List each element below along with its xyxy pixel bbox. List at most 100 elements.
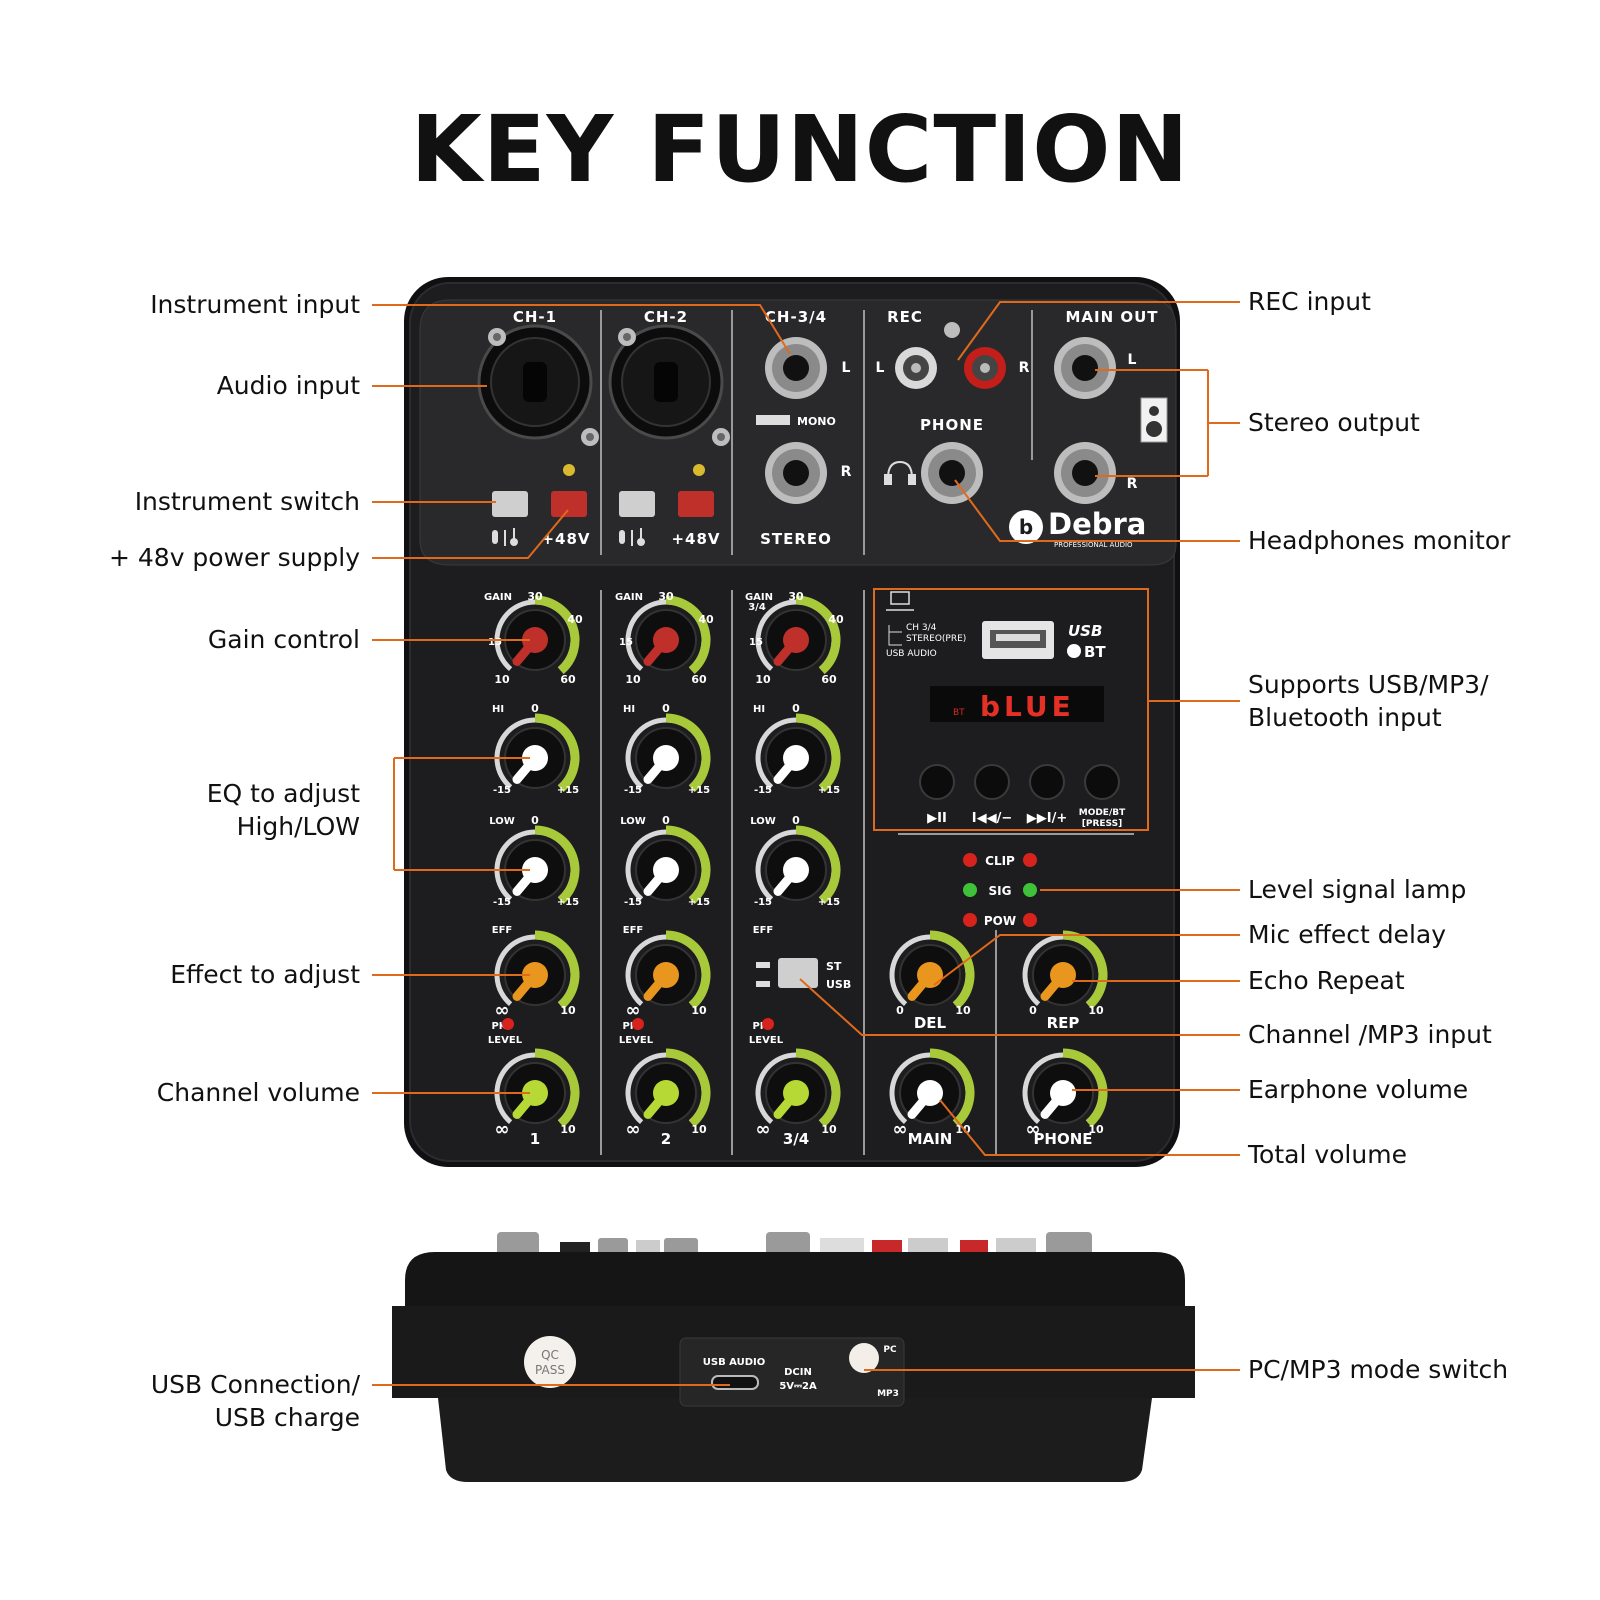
tick-10: 10	[1088, 1123, 1104, 1136]
xlr-combo-jack-ch1[interactable]	[477, 324, 599, 446]
callout-total-volume: Total volume	[1248, 1140, 1407, 1169]
label-eff: EFF	[753, 925, 774, 936]
channel-volume-knob[interactable]	[755, 1048, 841, 1133]
channel-number: 1	[530, 1130, 540, 1148]
display-text: bLUE	[980, 690, 1075, 723]
label-del: DEL	[914, 1014, 947, 1032]
led-clip-l	[963, 853, 977, 867]
tick-0: 0	[1029, 1004, 1037, 1017]
tick-10: 10	[821, 1123, 837, 1136]
eq-low-knob[interactable]	[494, 825, 580, 910]
jack-ch34-l[interactable]	[765, 337, 827, 399]
label-rear-usb-audio: USB AUDIO	[703, 1357, 766, 1368]
callout-channel-mp3: Channel /MP3 input	[1248, 1020, 1492, 1049]
usb-audio-icon	[886, 591, 914, 611]
jack-main-l[interactable]	[1054, 337, 1116, 399]
tick-0: 0	[662, 702, 670, 715]
callout-earphone-volume: Earphone volume	[1248, 1075, 1469, 1104]
led-pow-r	[1023, 913, 1037, 927]
label-dc-spec: 5V⎓2A	[779, 1381, 817, 1392]
callout-48v: + 48v power supply	[108, 543, 360, 572]
bluetooth-icon	[1067, 644, 1081, 658]
label-eff: EFF	[492, 925, 513, 936]
callout-eq-line1: EQ to adjust	[206, 779, 360, 808]
label-main-out: MAIN OUT	[1065, 308, 1158, 326]
callout-channel-volume: Channel volume	[156, 1078, 360, 1107]
label-gain: GAIN	[745, 592, 773, 603]
label-phone-knob: PHONE	[1033, 1130, 1092, 1148]
eq-low-knob[interactable]	[755, 825, 841, 910]
eq-hi-knob[interactable]	[494, 713, 580, 798]
gain-knob[interactable]	[494, 595, 580, 680]
label-48v-ch2: +48V	[671, 530, 720, 548]
phantom-48v-button-ch1[interactable]	[551, 491, 587, 517]
tick-plus15: +15	[557, 897, 579, 908]
label-sig: SIG	[989, 884, 1012, 898]
jack-ch34-r[interactable]	[765, 442, 827, 504]
mode-bt-button[interactable]	[1084, 764, 1120, 800]
phone-volume-knob[interactable]	[1022, 1048, 1108, 1133]
label-pk: PK	[491, 1021, 507, 1032]
usb-a-port[interactable]	[982, 621, 1054, 659]
label-pow: POW	[984, 914, 1016, 928]
callout-pc-mp3-switch: PC/MP3 mode switch	[1248, 1355, 1509, 1384]
eq-hi-knob[interactable]	[625, 713, 711, 798]
channel-volume-knob[interactable]	[625, 1048, 711, 1133]
tick-30: 30	[527, 590, 543, 603]
rca-rec-l[interactable]	[895, 347, 937, 389]
tick-plus15: +15	[818, 785, 840, 796]
callout-echo-repeat: Echo Repeat	[1248, 966, 1405, 995]
gain-knob[interactable]	[755, 595, 841, 680]
usb-c-port[interactable]	[711, 1375, 759, 1390]
rca-rec-r[interactable]	[964, 347, 1006, 389]
label-usb-logo: USB	[1068, 622, 1102, 640]
jack-phone[interactable]	[921, 442, 983, 504]
label-rep: REP	[1047, 1014, 1080, 1032]
callout-usb-line1: USB Connection/	[150, 1370, 360, 1399]
next-button[interactable]	[1029, 764, 1065, 800]
effect-knob[interactable]	[625, 930, 711, 1015]
label-ch34: CH-3/4	[765, 308, 827, 326]
led-pk-ch2	[632, 1018, 644, 1030]
label-level: LEVEL	[619, 1035, 654, 1046]
instrument-switch-ch2[interactable]	[619, 491, 655, 517]
tick-plus15: +15	[557, 785, 579, 796]
st-usb-switch[interactable]: ST USB	[756, 958, 851, 991]
label-clip: CLIP	[985, 854, 1015, 868]
channel-volume-knob[interactable]	[494, 1048, 580, 1133]
svg-text:PROFESSIONAL AUDIO: PROFESSIONAL AUDIO	[1054, 541, 1133, 549]
label-pc: PC	[883, 1345, 897, 1355]
gain-knob[interactable]	[625, 595, 711, 680]
play-pause-button[interactable]	[919, 764, 955, 800]
label-pk: PK	[752, 1021, 768, 1032]
callout-effect-adjust: Effect to adjust	[170, 960, 360, 989]
label-dcin: DCIN	[784, 1367, 812, 1378]
callout-instrument-switch: Instrument switch	[134, 487, 360, 516]
phantom-48v-button-ch2[interactable]	[678, 491, 714, 517]
tick-10: 10	[1088, 1004, 1104, 1017]
tick-10: 10	[625, 673, 641, 686]
label-prev: I◀◀/−	[972, 811, 1012, 826]
tick-0: 0	[662, 814, 670, 827]
keyboard-icon: MONO	[756, 415, 836, 428]
xlr-combo-jack-ch2[interactable]	[608, 324, 730, 446]
led-pow-l	[963, 913, 977, 927]
del-knob[interactable]	[889, 930, 975, 1015]
tick-10: 10	[691, 1123, 707, 1136]
svg-text:Debra: Debra	[1048, 507, 1146, 541]
instrument-switch-ch1[interactable]	[492, 491, 528, 517]
label-pk: PK	[622, 1021, 638, 1032]
page-title: KEY FUNCTION	[410, 96, 1190, 203]
jack-main-r[interactable]	[1054, 442, 1116, 504]
eq-low-knob[interactable]	[625, 825, 711, 910]
prev-button[interactable]	[974, 764, 1010, 800]
tick-0: 0	[792, 814, 800, 827]
tick-60: 60	[821, 673, 837, 686]
rep-knob[interactable]	[1022, 930, 1108, 1015]
eq-hi-knob[interactable]	[755, 713, 841, 798]
tick-15: 15	[488, 637, 502, 648]
pc-mp3-switch[interactable]	[849, 1343, 879, 1373]
label-eff: EFF	[623, 925, 644, 936]
tick-40: 40	[698, 613, 714, 626]
tick-40: 40	[567, 613, 583, 626]
